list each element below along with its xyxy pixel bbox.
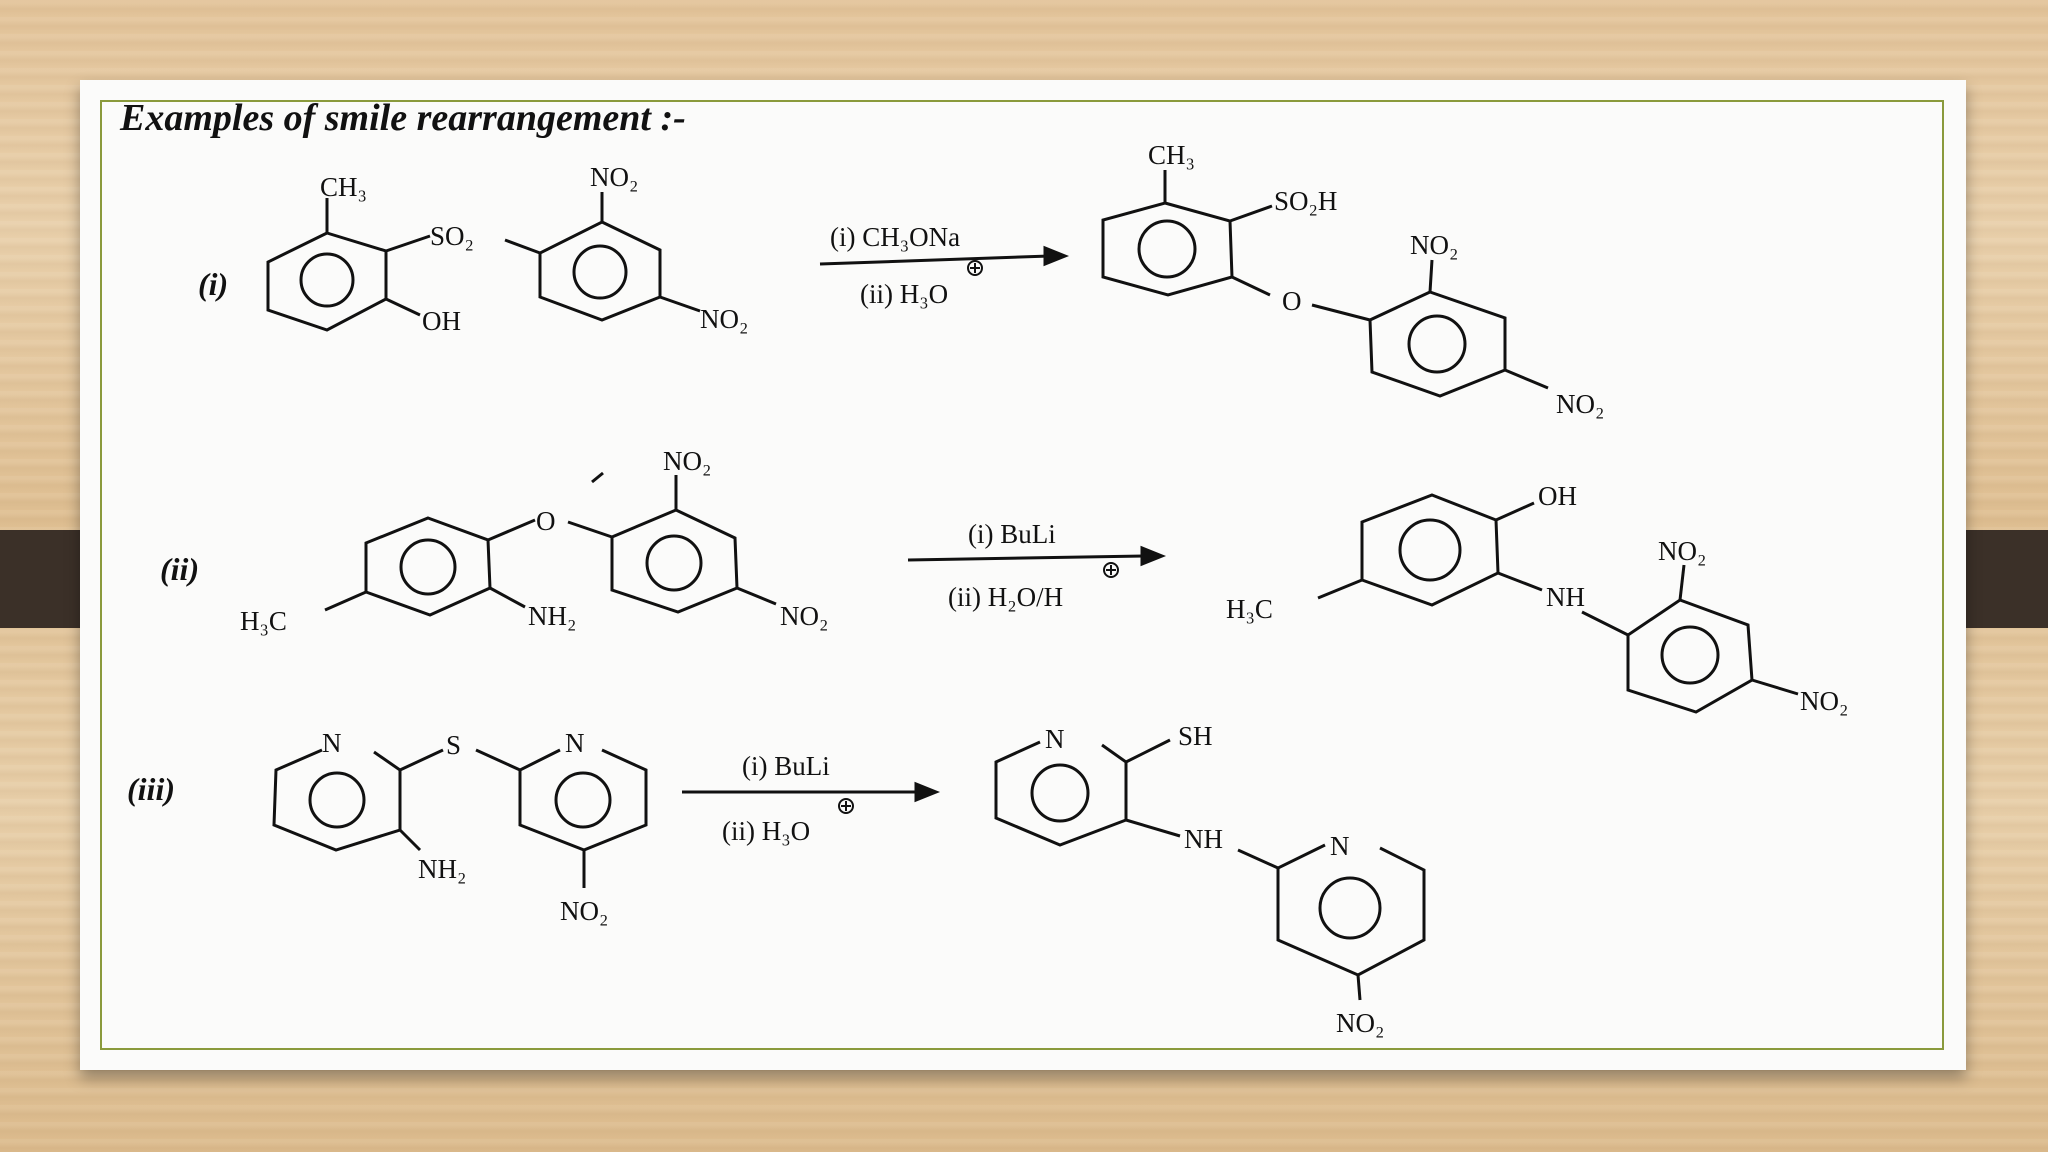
reaction-3: (iii) N S NH₂ N NO₂ (i) BuLi (ii) H₃O bbox=[127, 721, 1426, 1038]
reaction-2-product-ring-1 bbox=[1360, 493, 1500, 607]
reaction-1-reagent-top: (i) CH₃ONa bbox=[830, 222, 960, 252]
reaction-3-reactant-ring-2 bbox=[518, 748, 648, 852]
reaction-3-reactant-atom-n1: N bbox=[322, 728, 342, 758]
reaction-3-reagent-bottom: (ii) H₃O bbox=[722, 816, 810, 846]
reaction-2-reagent-top: (i) BuLi bbox=[968, 519, 1056, 549]
reaction-3-product-ring-2 bbox=[1276, 843, 1426, 977]
reaction-1-product-group-o: O bbox=[1282, 286, 1302, 316]
charge-plus-icon bbox=[967, 260, 983, 276]
reaction-2-reactant-group-h3c: H₃C bbox=[240, 606, 287, 636]
reaction-3-product-atom-n2: N bbox=[1330, 831, 1350, 861]
reaction-2-reagent-bottom: (ii) H₂O/H bbox=[948, 582, 1063, 612]
reaction-1-reactant-group-oh: OH bbox=[422, 306, 461, 336]
reaction-1-arrow bbox=[819, 254, 1051, 266]
slide-title: Examples of smile rearrangement :- bbox=[120, 97, 686, 139]
reaction-3-reagent-top: (i) BuLi bbox=[742, 751, 830, 781]
reaction-3-product-atom-n1: N bbox=[1045, 724, 1065, 754]
reaction-1-reactant-group-so2: SO₂ bbox=[430, 221, 474, 251]
reaction-3-reactant-atom-n2: N bbox=[565, 728, 585, 758]
reaction-2-label: (ii) bbox=[160, 551, 199, 587]
reaction-1-product-group-no2-bottom: NO₂ bbox=[1556, 389, 1604, 419]
slide-panel bbox=[80, 80, 1966, 1070]
reaction-2-reactant-group-o: O bbox=[536, 506, 556, 536]
reaction-1-reactant-ring-2 bbox=[538, 220, 662, 322]
reaction-1-reactant-group-no2-top: NO₂ bbox=[590, 162, 638, 192]
reaction-2-arrow bbox=[907, 554, 1147, 562]
reaction-2-reactant-ring-2 bbox=[610, 508, 739, 614]
reaction-2-reactant-group-no2-top: NO₂ bbox=[663, 446, 711, 476]
reaction-2: (ii) O H₃C NH₂ NO₂ NO₂ (i) BuLi (ii) H₂O… bbox=[160, 446, 1848, 716]
reaction-3-reactant-group-no2: NO₂ bbox=[560, 896, 608, 926]
reaction-3-reactant-atom-s: S bbox=[446, 730, 461, 760]
reaction-1: (i) CH₃ SO₂ OH NO₂ NO₂ (i) CH₃ONa (ii) H… bbox=[198, 140, 1604, 419]
reaction-2-product-group-h3c: H₃C bbox=[1226, 594, 1273, 624]
reaction-2-reactant-ring-1 bbox=[364, 516, 492, 617]
reaction-3-product-ring-1 bbox=[994, 740, 1128, 847]
reaction-1-reactant-group-no2-bottom: NO₂ bbox=[700, 304, 748, 334]
reaction-1-reagent-bottom: (ii) H₃O bbox=[860, 279, 948, 309]
reaction-2-product-group-no2-bottom: NO₂ bbox=[1800, 686, 1848, 716]
reaction-2-reactant-group-nh2: NH₂ bbox=[528, 601, 576, 631]
reaction-1-product-ring-2 bbox=[1368, 290, 1507, 398]
reaction-3-product-group-nh: NH bbox=[1184, 824, 1223, 854]
charge-plus-icon bbox=[1103, 562, 1119, 578]
reaction-1-reactant-ring-1 bbox=[266, 231, 388, 332]
reaction-3-product-group-no2: NO₂ bbox=[1336, 1008, 1384, 1038]
reaction-3-label: (iii) bbox=[127, 771, 175, 807]
reaction-2-product-group-no2-top: NO₂ bbox=[1658, 536, 1706, 566]
reaction-1-product-group-so2h: SO₂H bbox=[1274, 186, 1337, 216]
reaction-1-reactant-group-ch3: CH₃ bbox=[320, 172, 367, 202]
reaction-2-product-group-nh: NH bbox=[1546, 582, 1585, 612]
reaction-2-product-group-oh: OH bbox=[1538, 481, 1577, 511]
reaction-3-reactant-ring-1 bbox=[272, 748, 402, 852]
reaction-1-label: (i) bbox=[198, 266, 228, 302]
reaction-1-product-ring-1 bbox=[1101, 201, 1234, 297]
reaction-3-product-group-sh: SH bbox=[1178, 721, 1213, 751]
reaction-2-reactant-group-no2-bottom: NO₂ bbox=[780, 601, 828, 631]
reaction-3-reactant-group-nh2: NH₂ bbox=[418, 854, 466, 884]
reaction-1-product-group-no2-top: NO₂ bbox=[1410, 230, 1458, 260]
charge-plus-icon bbox=[838, 798, 854, 814]
reaction-1-product-group-ch3-label: CH₃ bbox=[1148, 140, 1195, 170]
reaction-2-product-ring-2 bbox=[1626, 598, 1754, 714]
slide-frame bbox=[100, 100, 1944, 1050]
